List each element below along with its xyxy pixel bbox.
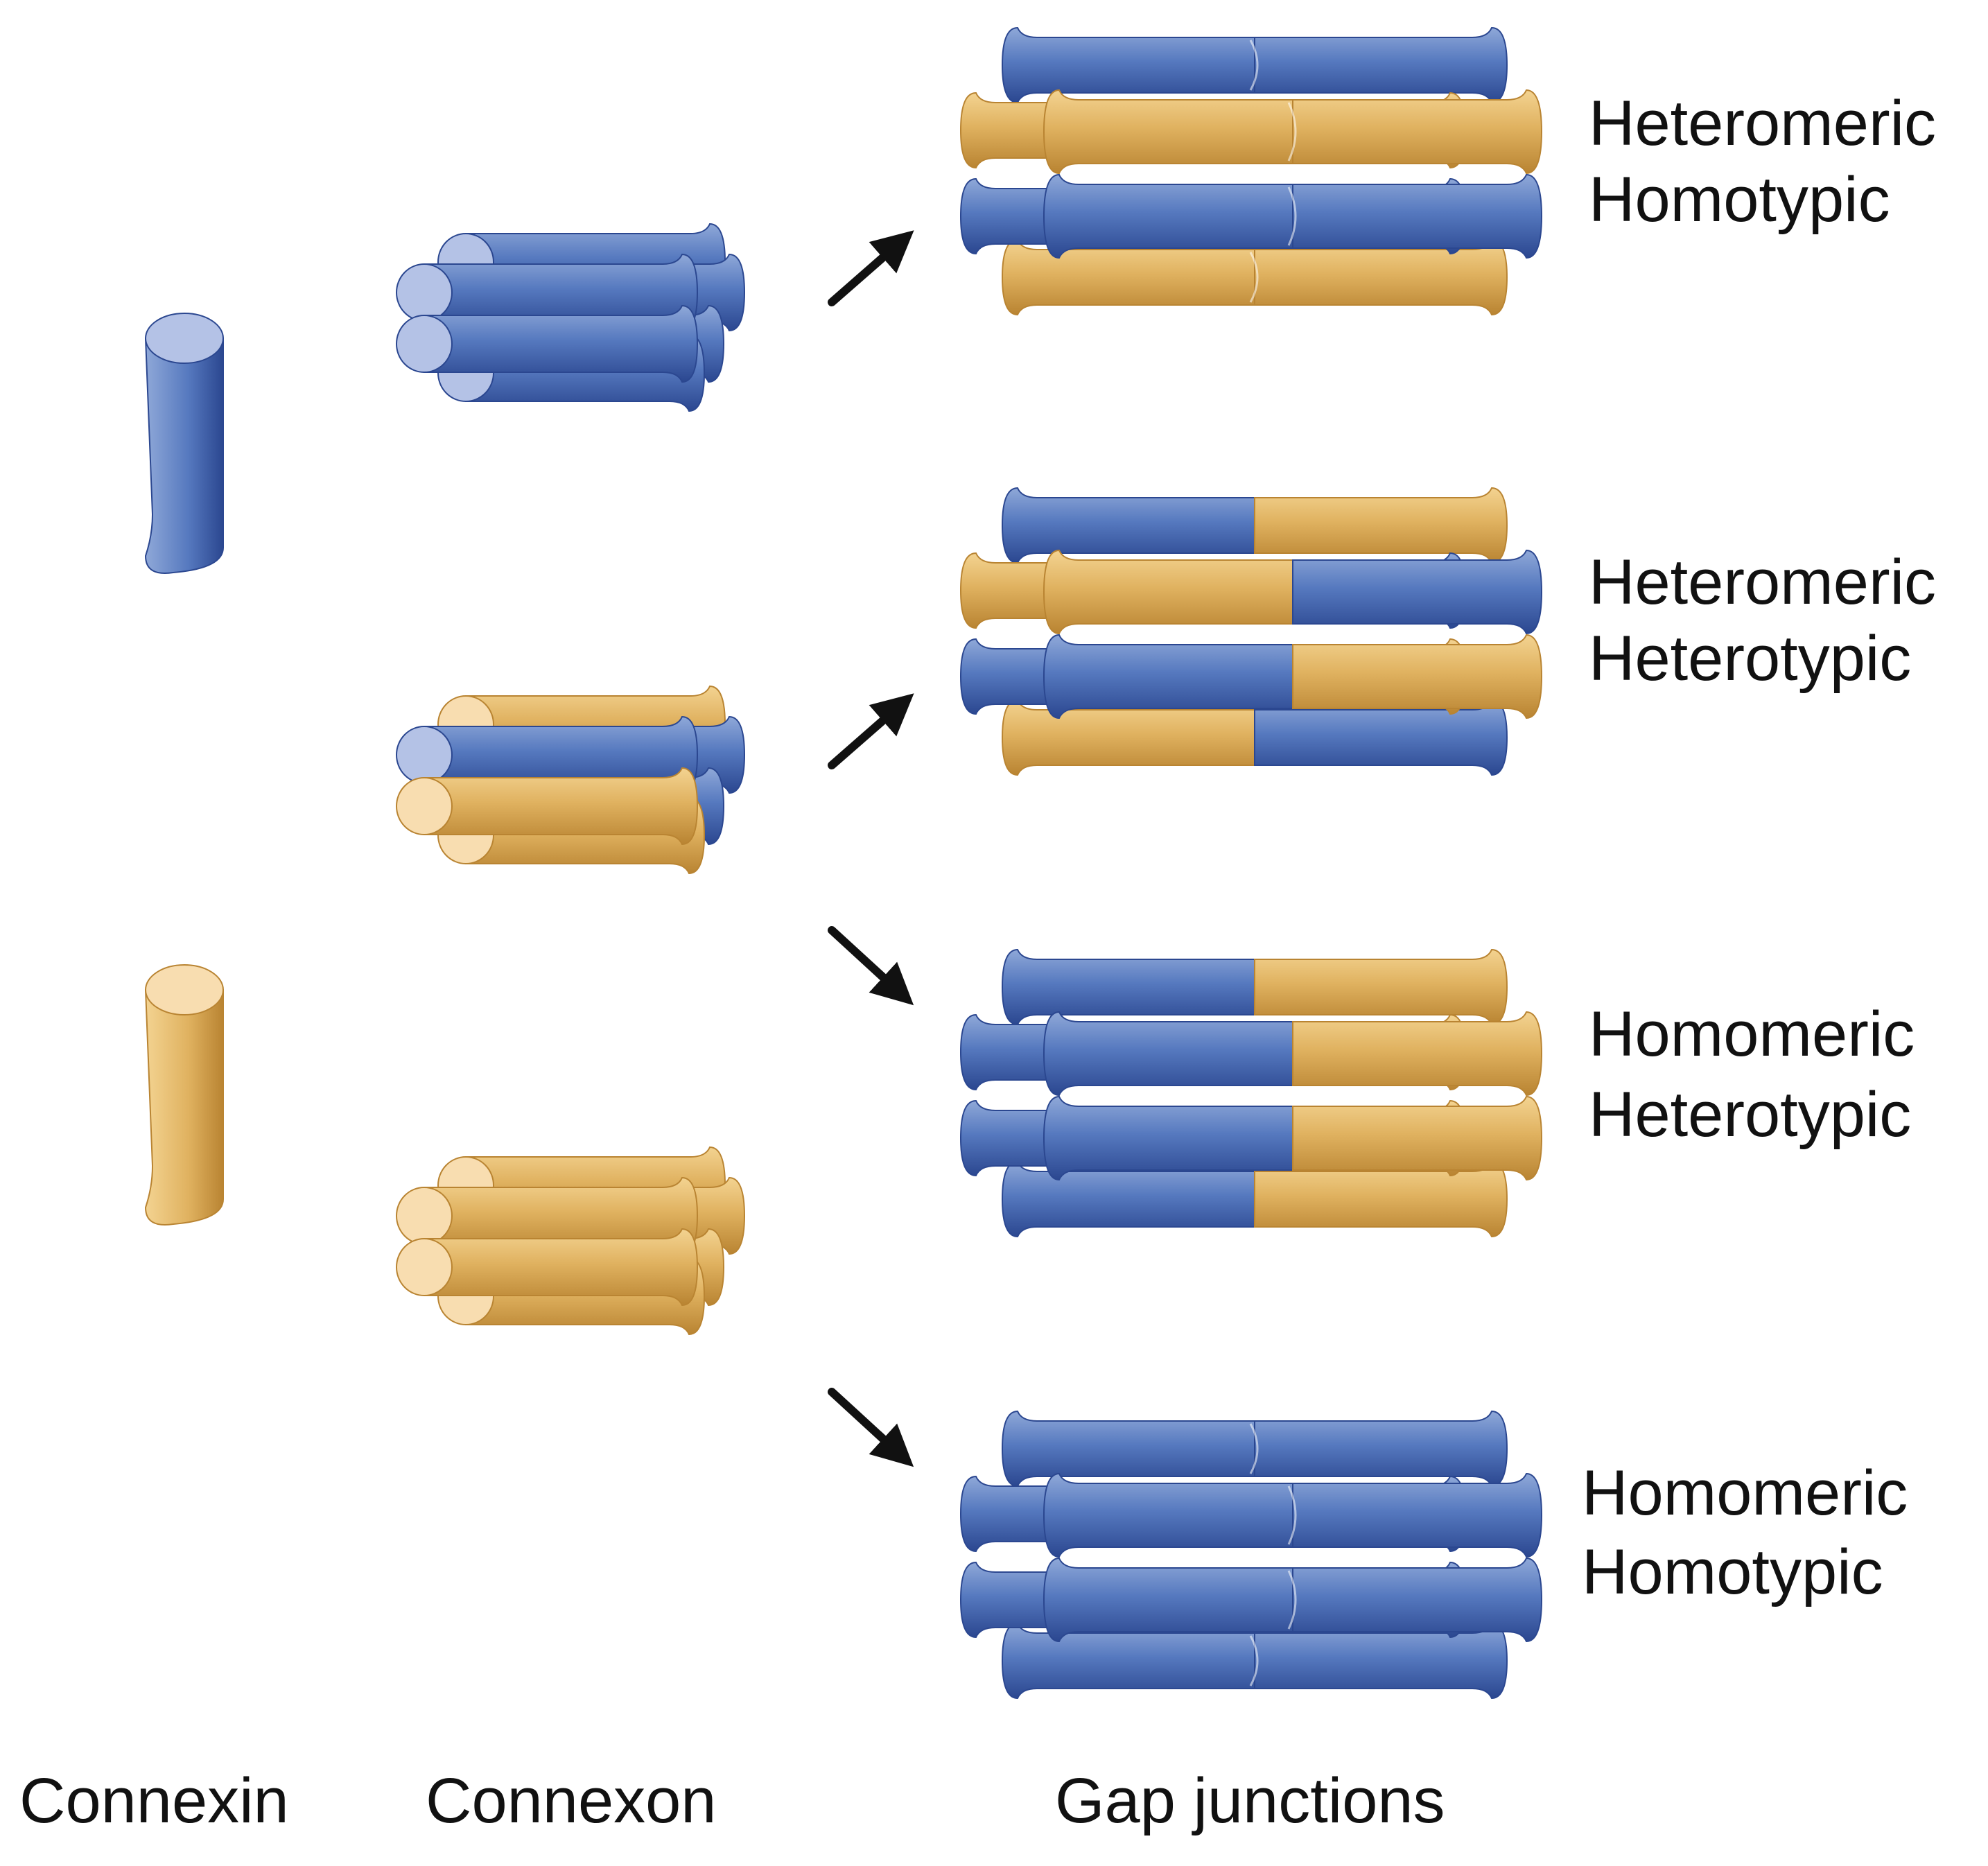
arrow-connexon-1-to-junction-1 <box>828 230 914 306</box>
junction-4-label-1: Homomeric <box>1582 1458 1908 1528</box>
arrow-connexon-3-to-junction-4 <box>828 1388 914 1467</box>
junction-1-label-1: Heteromeric <box>1589 88 1937 159</box>
connexin-blue <box>144 313 224 574</box>
connexon-mixed-heteromeric <box>396 685 746 875</box>
junction-rod-front <box>1043 549 1543 635</box>
junction-rod-front <box>1043 89 1543 175</box>
arrow-connexon-2-to-junction-2 <box>828 693 914 769</box>
junction-1-label-2: Homotypic <box>1589 164 1890 235</box>
gap-junction-2 <box>959 487 1543 776</box>
connexon-subunit <box>424 304 699 383</box>
junction-2-label-2: Heterotypic <box>1589 623 1912 694</box>
connexon-subunit <box>424 767 699 846</box>
connexon-subunit <box>424 1228 699 1307</box>
junction-3-label-1: Homomeric <box>1589 999 1915 1070</box>
junction-rod-front <box>1043 173 1543 259</box>
junction-3-label-2: Heterotypic <box>1589 1079 1912 1150</box>
junction-rod-front <box>1043 1095 1543 1181</box>
junction-2-label-1: Heteromeric <box>1589 547 1937 618</box>
connexin-tan <box>144 964 224 1226</box>
junction-rod <box>1001 1160 1508 1238</box>
connexin-group <box>144 313 224 1226</box>
junction-rod-front <box>1043 1472 1543 1558</box>
junction-rod <box>1001 948 1508 1026</box>
arrow-connexon-2-to-junction-3 <box>828 926 914 1006</box>
column-label-connexin: Connexin <box>19 1765 289 1836</box>
arrow-group <box>828 230 914 1467</box>
junction-rod <box>1001 1622 1508 1700</box>
gap-junction-3 <box>959 948 1543 1238</box>
junction-rod-front <box>1043 634 1543 720</box>
junction-rod <box>1001 487 1508 564</box>
junction-rod <box>1001 1410 1508 1488</box>
connexon-tan-homomeric <box>396 1146 746 1336</box>
connexon-blue-homomeric <box>396 223 746 412</box>
junction-rod-front <box>1043 1557 1543 1643</box>
junction-rod <box>1001 699 1508 776</box>
junction-rod-front <box>1043 1011 1543 1097</box>
column-label-gap-junctions: Gap junctions <box>1055 1765 1445 1836</box>
column-label-connexon: Connexon <box>426 1765 717 1836</box>
junction-rod <box>1001 26 1508 104</box>
gap-junction-1 <box>959 26 1543 316</box>
junction-4-label-2: Homotypic <box>1582 1537 1883 1607</box>
gap-junction-group <box>959 26 1543 1700</box>
gap-junction-4 <box>959 1410 1543 1700</box>
junction-rod <box>1001 238 1508 316</box>
connexon-group <box>396 223 746 1336</box>
